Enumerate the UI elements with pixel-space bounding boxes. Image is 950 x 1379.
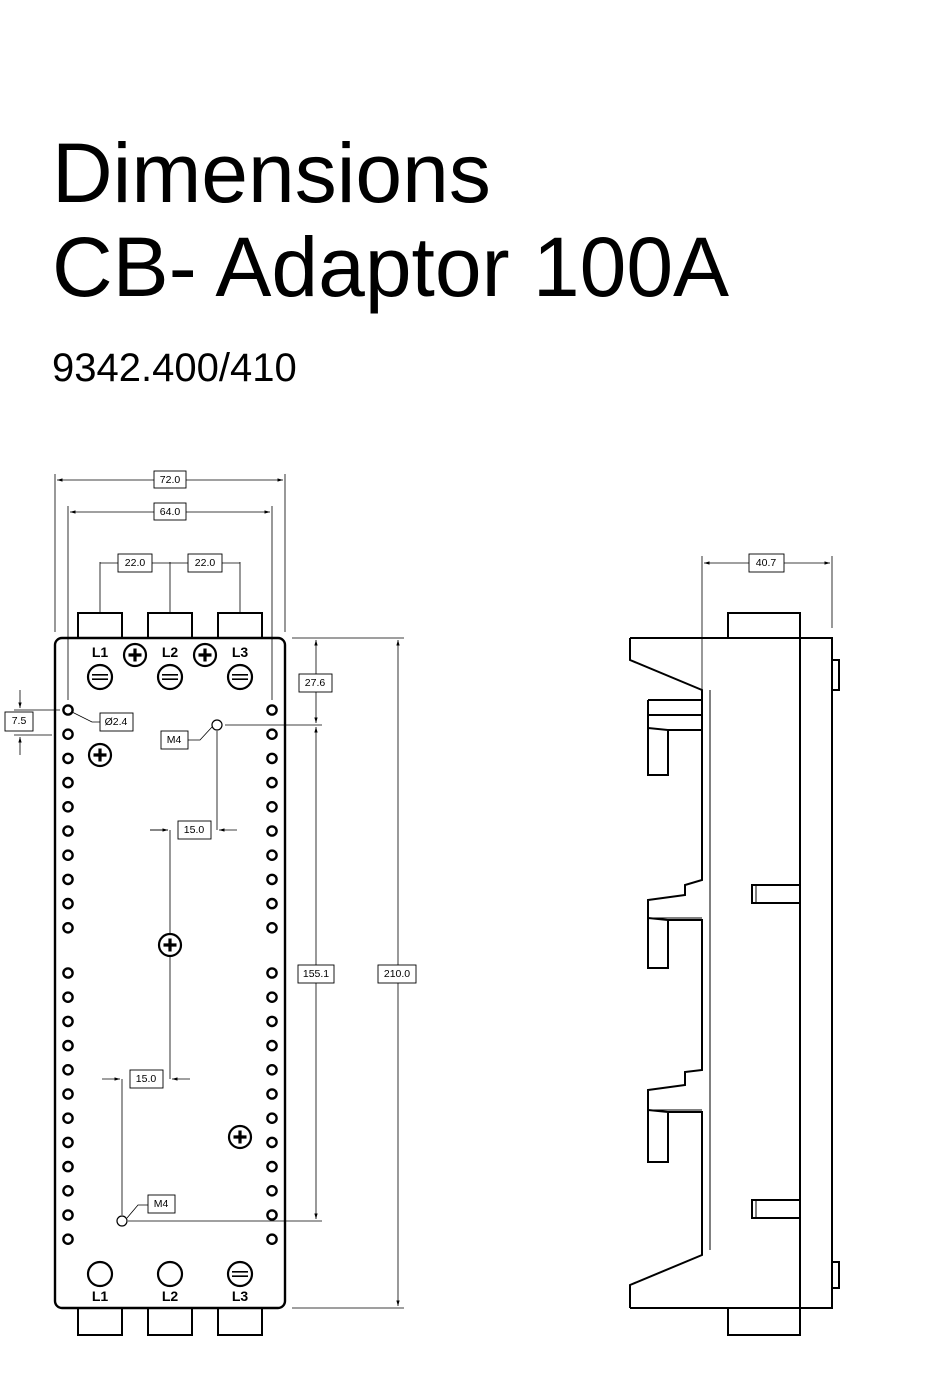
mounting-hole	[267, 730, 276, 739]
mounting-hole	[267, 851, 276, 860]
svg-text:22.0: 22.0	[195, 557, 216, 569]
mounting-hole	[267, 754, 276, 763]
body-screw-icon	[159, 934, 181, 956]
top-screw-icon	[124, 644, 146, 666]
mounting-hole	[267, 826, 276, 835]
mounting-hole	[63, 1138, 72, 1147]
terminal-label-bottom: L2	[162, 1288, 179, 1304]
dim-22-left: 22.0	[118, 554, 152, 572]
terminal-label-bottom: L1	[92, 1288, 109, 1304]
mounting-hole	[63, 826, 72, 835]
bottom-terminal-icon	[88, 1262, 112, 1286]
body-screw-icon	[229, 1126, 251, 1148]
mounting-hole	[63, 1210, 72, 1219]
mounting-hole	[267, 778, 276, 787]
svg-text:Ø2.4: Ø2.4	[105, 716, 128, 728]
dim-210: 210.0	[378, 965, 416, 983]
dimension-lines	[14, 474, 404, 1308]
dim-27-6: 27.6	[299, 674, 332, 692]
dim-22-right: 22.0	[188, 554, 222, 572]
dim-155: 155.1	[298, 965, 334, 983]
mounting-hole	[267, 875, 276, 884]
mounting-hole	[63, 923, 72, 932]
top-terminal-tabs	[78, 613, 262, 638]
mounting-hole	[267, 1041, 276, 1050]
svg-text:40.7: 40.7	[756, 557, 777, 569]
mounting-hole	[63, 1186, 72, 1195]
mounting-hole	[267, 1089, 276, 1098]
top-screw-icon	[194, 644, 216, 666]
bottom-terminal-tabs	[78, 1308, 262, 1335]
body-screw-icon	[89, 744, 111, 766]
mounting-hole	[267, 1235, 276, 1244]
svg-text:64.0: 64.0	[160, 506, 181, 518]
mounting-hole	[63, 851, 72, 860]
side-view: 40.7	[630, 554, 839, 1335]
mounting-hole	[63, 1017, 72, 1026]
mounting-hole	[267, 1114, 276, 1123]
svg-text:72.0: 72.0	[160, 474, 181, 486]
terminal-label-top: L2	[162, 644, 179, 660]
mounting-hole	[267, 705, 276, 714]
mounting-hole	[63, 968, 72, 977]
mounting-hole	[63, 730, 72, 739]
terminal-screw-icon	[228, 665, 252, 689]
terminal-screw-icon	[158, 665, 182, 689]
terminal-screw-icon	[88, 665, 112, 689]
dim-72: 72.0	[154, 471, 186, 488]
mounting-hole	[63, 1114, 72, 1123]
mounting-hole	[63, 778, 72, 787]
svg-text:M4: M4	[154, 1198, 169, 1210]
mounting-hole	[267, 802, 276, 811]
mounting-hole	[267, 1017, 276, 1026]
svg-text:M4: M4	[167, 734, 182, 746]
mounting-hole	[267, 1186, 276, 1195]
mounting-hole	[63, 1041, 72, 1050]
mounting-hole	[267, 1065, 276, 1074]
mounting-hole	[63, 1235, 72, 1244]
dim-64: 64.0	[154, 503, 186, 520]
mounting-hole	[63, 875, 72, 884]
mounting-hole	[63, 1065, 72, 1074]
mounting-hole	[267, 968, 276, 977]
mounting-hole	[267, 1162, 276, 1171]
dim-m4-top: M4	[161, 731, 188, 749]
mounting-hole	[267, 1138, 276, 1147]
mounting-hole	[267, 899, 276, 908]
mounting-hole	[267, 1210, 276, 1219]
m4-hole-top	[212, 720, 222, 730]
bottom-terminal-icon	[158, 1262, 182, 1286]
dim-7-5: 7.5	[5, 712, 33, 731]
mounting-hole	[63, 1162, 72, 1171]
mounting-hole	[63, 754, 72, 763]
svg-text:7.5: 7.5	[12, 715, 27, 727]
svg-text:27.6: 27.6	[305, 677, 326, 689]
dim-m4-bottom: M4	[148, 1195, 175, 1213]
bottom-terminal-screw-icon	[228, 1262, 252, 1286]
terminal-label-top: L1	[92, 644, 109, 660]
svg-text:15.0: 15.0	[136, 1073, 157, 1085]
mounting-hole	[63, 1089, 72, 1098]
dim-hole-dia: Ø2.4	[100, 713, 133, 731]
svg-text:155.1: 155.1	[303, 968, 329, 980]
m4-hole-bottom	[117, 1216, 127, 1226]
front-view: L1 L2 L3 L1 L2 L3	[5, 471, 416, 1335]
mounting-hole	[63, 899, 72, 908]
dim-15-lower: 15.0	[130, 1070, 163, 1088]
mounting-hole	[267, 923, 276, 932]
mounting-hole	[63, 802, 72, 811]
dim-15-upper: 15.0	[178, 821, 211, 839]
dim-40-7: 40.7	[749, 554, 784, 572]
svg-text:15.0: 15.0	[184, 824, 205, 836]
mounting-hole	[63, 705, 72, 714]
terminal-label-bottom: L3	[232, 1288, 249, 1304]
svg-text:22.0: 22.0	[125, 557, 146, 569]
mounting-hole	[63, 993, 72, 1002]
svg-text:210.0: 210.0	[384, 968, 410, 980]
terminal-label-top: L3	[232, 644, 249, 660]
mounting-hole	[267, 993, 276, 1002]
